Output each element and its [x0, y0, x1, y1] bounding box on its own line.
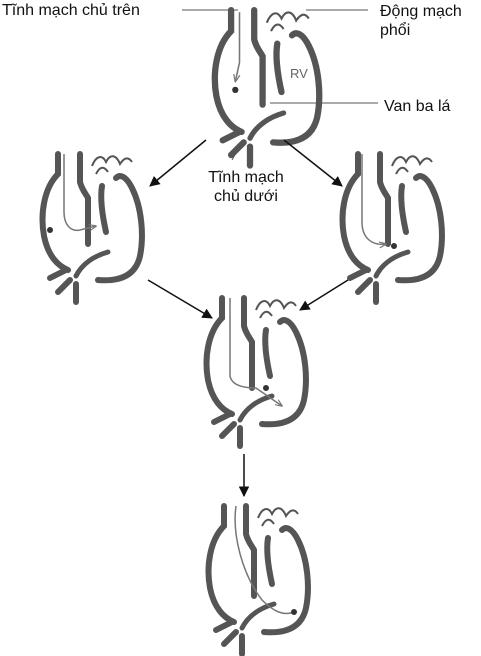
- arrow-top-to-right: [283, 139, 343, 187]
- label-tricuspid-valve: Van ba lá: [384, 98, 451, 115]
- heart-stage-1: [215, 10, 319, 165]
- heart-stage-2a: [43, 154, 142, 302]
- leader-lines: [182, 9, 378, 161]
- heart-stage-4: [209, 506, 308, 654]
- heart-stage-2b: [343, 154, 442, 302]
- heart-stage-3: [207, 298, 306, 446]
- label-superior-vena-cava: Tĩnh mạch chủ trên: [2, 2, 140, 19]
- label-pulmonary-artery: Động mạch phổi: [380, 3, 462, 39]
- arrow-right-to-center: [299, 279, 349, 311]
- arrow-top-to-left: [149, 139, 207, 187]
- rv-label: RV: [290, 66, 308, 81]
- label-inferior-vena-cava: Tĩnh mạch chủ dưới: [208, 169, 284, 205]
- arrow-left-to-center: [147, 279, 213, 319]
- leader-ivc: [231, 145, 241, 161]
- flow-arrows: [147, 139, 349, 498]
